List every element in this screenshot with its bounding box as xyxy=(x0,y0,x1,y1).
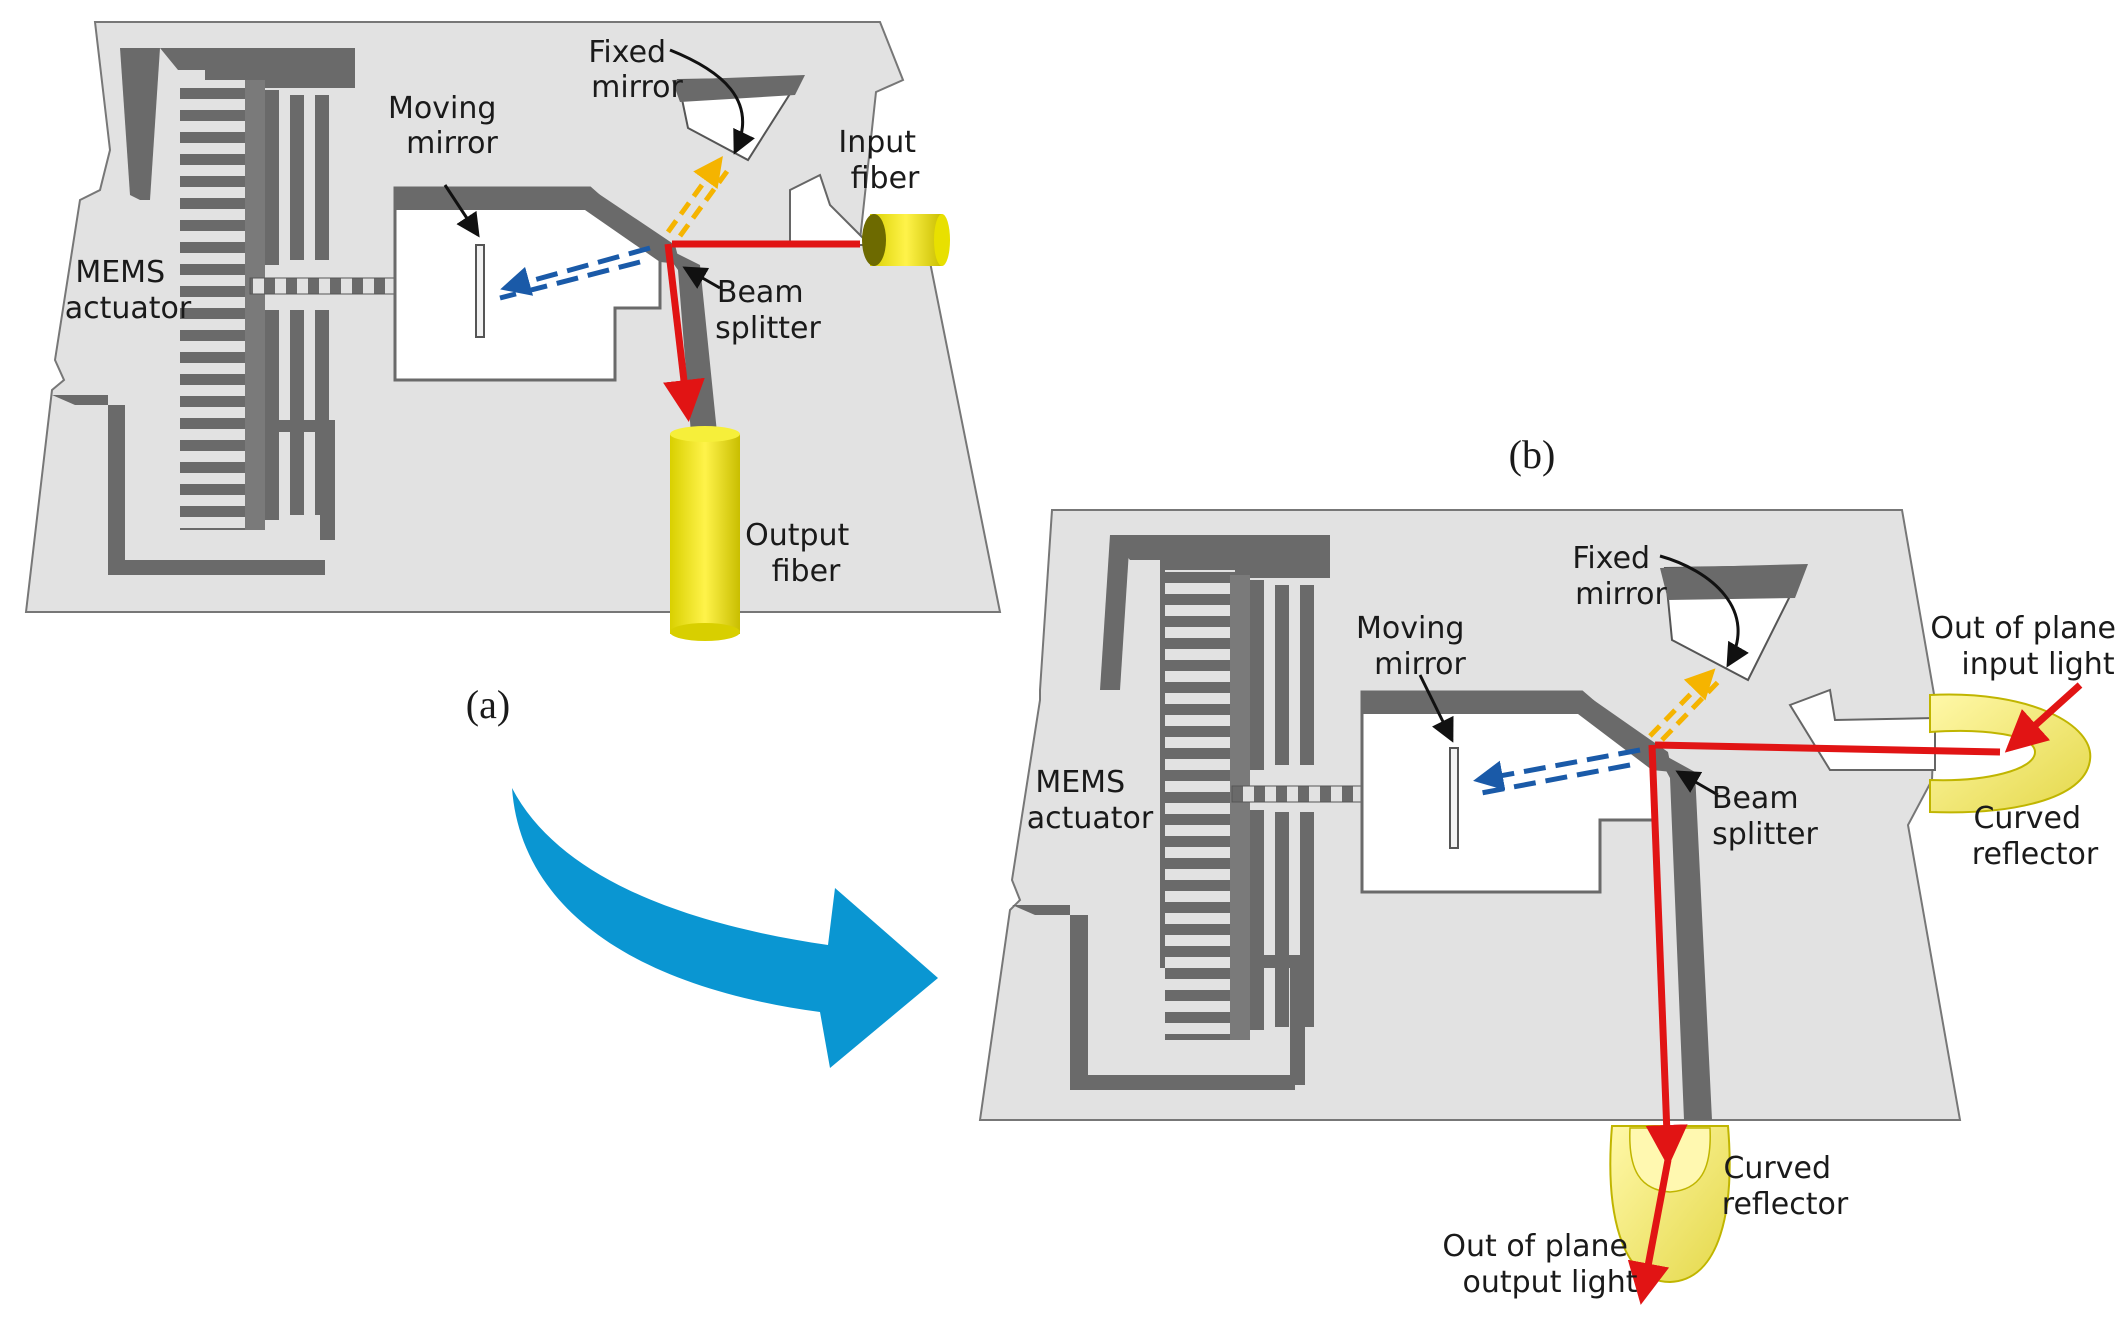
caption-a: (a) xyxy=(466,682,510,727)
comb-bar-a xyxy=(245,80,265,530)
label-beam-splitter-b: Beam splitter xyxy=(1712,781,1819,852)
pointer-moving-mirror-a xyxy=(443,184,480,238)
pointer-moving-mirror-b xyxy=(1418,674,1454,743)
label-fixed-mirror-a: Fixed mirror xyxy=(588,35,683,105)
red-beam-in-b xyxy=(1654,741,2001,756)
pointer-beam-splitter-a xyxy=(682,266,721,290)
blue-beam-a-2 xyxy=(499,259,641,301)
fixed-mirror-wall-a xyxy=(672,75,805,102)
label-beam-splitter-a: Beam splitter xyxy=(715,275,821,346)
label-output-light-b: Out of plane output light xyxy=(1442,1229,1637,1300)
shuttle-b xyxy=(1231,785,1383,803)
panel-b: (b) Fixed mirror Moving mirror MEMS actu… xyxy=(978,432,2122,1305)
label-input-light-b: Out of plane input light xyxy=(1930,611,2122,682)
red-beam-in-slant-b xyxy=(2004,682,2083,753)
label-curved-reflector-right-b: Curved reflector xyxy=(1972,801,2099,872)
red-beam-out-a xyxy=(663,243,705,422)
anchor-wall-b-3 xyxy=(1012,905,1295,1090)
pointer-fixed-mirror-b xyxy=(1659,554,1749,668)
label-mems-actuator-a: MEMS actuator xyxy=(65,255,192,326)
pointer-fixed-mirror-a xyxy=(669,48,755,155)
panel-a: Fixed mirror Moving mirror Input fiber M… xyxy=(24,21,1002,727)
output-fiber-a xyxy=(670,426,740,641)
fixed-mirror-wall-b xyxy=(1660,564,1808,600)
label-mems-actuator-b: MEMS actuator xyxy=(1027,765,1154,836)
orange-beam-b xyxy=(1648,668,1716,738)
red-beam-down-b xyxy=(1627,1159,1672,1305)
caption-b: (b) xyxy=(1509,432,1556,477)
label-fixed-mirror-b: Fixed mirror xyxy=(1572,541,1667,612)
anchor-wall-b-2 xyxy=(1100,535,1130,690)
springs-b xyxy=(1250,580,1314,1030)
comb-bar-b xyxy=(1230,575,1250,1040)
comb-drive-a xyxy=(180,80,250,530)
orange-beam-a xyxy=(665,155,723,234)
label-output-fiber-a: Output fiber xyxy=(745,518,859,589)
label-input-fiber-a: Input fiber xyxy=(838,125,925,196)
pointer-beam-splitter-b xyxy=(1675,770,1719,797)
input-fiber-a xyxy=(862,214,950,266)
moving-mirror-b xyxy=(1449,747,1459,849)
orange-beam-b-2 xyxy=(1660,680,1720,742)
cavity-wall-a xyxy=(395,188,680,264)
transition-arrow xyxy=(512,788,938,1068)
moving-mirror-a xyxy=(475,244,485,338)
orange-beam-a-2 xyxy=(677,168,731,238)
red-beam-out-b xyxy=(1645,744,1688,1167)
anchor-wall-a-3 xyxy=(52,395,325,575)
comb-drive-b xyxy=(1165,570,1235,1040)
blue-beam-b-2 xyxy=(1475,762,1631,797)
anchor-wall-a-2 xyxy=(120,48,160,200)
blue-beam-b xyxy=(1473,747,1641,791)
springs-a xyxy=(265,90,329,520)
label-curved-reflector-bottom-b: Curved reflector xyxy=(1722,1151,1849,1222)
splitter-wall-b xyxy=(1655,750,1712,1120)
blue-beam-a xyxy=(500,245,651,296)
shuttle-a xyxy=(249,277,411,295)
label-moving-mirror-a: Moving mirror xyxy=(388,91,506,161)
label-moving-mirror-b: Moving mirror xyxy=(1356,611,1474,682)
